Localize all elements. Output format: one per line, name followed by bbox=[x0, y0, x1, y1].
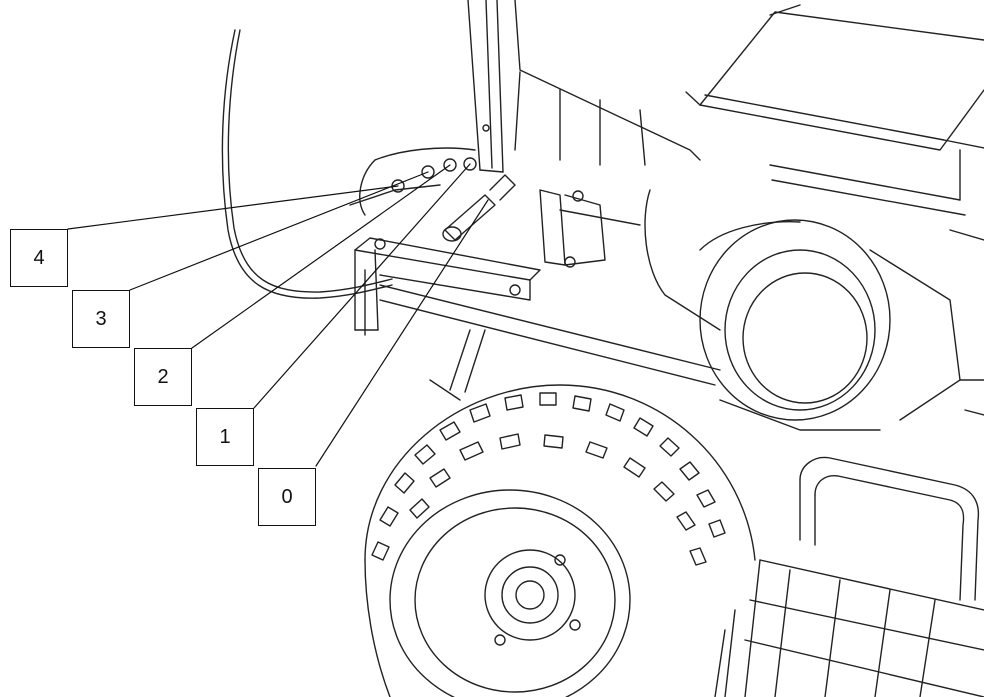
hopper bbox=[515, 0, 984, 215]
leader-line-2 bbox=[192, 165, 450, 348]
cable bbox=[222, 30, 392, 298]
frame bbox=[380, 210, 720, 400]
callout-2: 2 bbox=[134, 348, 192, 406]
callout-3: 3 bbox=[72, 290, 130, 348]
leader-line-3 bbox=[130, 172, 428, 290]
callout-1: 1 bbox=[196, 408, 254, 466]
callout-0: 0 bbox=[258, 468, 316, 526]
cart-frame bbox=[715, 457, 984, 697]
adjustment-plate bbox=[350, 148, 476, 215]
engine bbox=[645, 190, 984, 430]
lever-pin bbox=[443, 175, 515, 241]
vertical-post bbox=[468, 0, 503, 172]
leader-line-0 bbox=[316, 200, 488, 466]
callout-4: 4 bbox=[10, 229, 68, 287]
tire bbox=[365, 385, 755, 697]
leader-lines bbox=[68, 164, 488, 466]
